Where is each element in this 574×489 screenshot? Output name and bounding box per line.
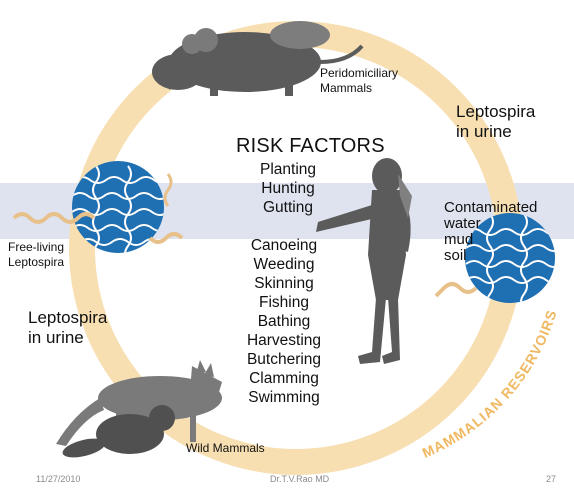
risk-factor-item: Planting bbox=[240, 160, 336, 179]
risk-factor-item: Gutting bbox=[240, 198, 336, 217]
risk-factor-item: Harvesting bbox=[226, 331, 342, 350]
risk-factor-item: Hunting bbox=[240, 179, 336, 198]
risk-factor-item: Canoeing bbox=[226, 236, 342, 255]
risk-factor-item: Skinning bbox=[226, 274, 342, 293]
footer-page-number: 27 bbox=[546, 474, 556, 484]
risk-factors-title: RISK FACTORS bbox=[236, 135, 385, 157]
leptospira-in-urine-label-right: Leptospira in urine bbox=[456, 102, 535, 142]
wild-mammals-label: Wild Mammals bbox=[186, 441, 265, 456]
leptospira-in-urine-label-left: Leptospira in urine bbox=[28, 308, 107, 348]
risk-factor-item: Fishing bbox=[226, 293, 342, 312]
free-living-leptospira-label: Free-living Leptospira bbox=[8, 240, 64, 270]
risk-factor-item: Bathing bbox=[226, 312, 342, 331]
contaminated-environment-label: Contaminated water mud soil bbox=[444, 200, 537, 264]
risk-factor-item: Weeding bbox=[226, 255, 342, 274]
risk-factor-item: Clamming bbox=[226, 369, 342, 388]
footer-author: Dr.T.V.Rao MD bbox=[270, 474, 329, 484]
footer-date: 11/27/2010 bbox=[36, 474, 80, 484]
risk-factor-item: Swimming bbox=[226, 388, 342, 407]
peridomiciliary-mammals-label: Peridomiciliary Mammals bbox=[320, 66, 398, 96]
risk-factor-item: Butchering bbox=[226, 350, 342, 369]
